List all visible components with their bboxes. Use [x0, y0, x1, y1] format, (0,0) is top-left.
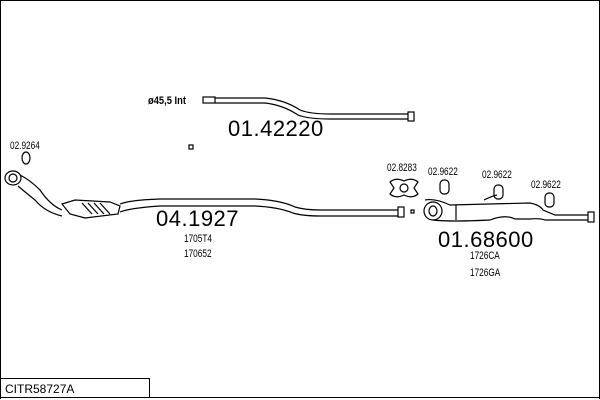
frame-bottom-line [0, 397, 600, 398]
gasket-icon [21, 151, 31, 165]
rubber-mount-icon [493, 184, 504, 200]
part-number: 01.42220 [228, 116, 324, 141]
part-number: 04.1927 [156, 206, 240, 231]
fitting-number: 02.9622 [482, 169, 512, 181]
part-code: 1726CA [470, 250, 500, 262]
fitting-number: 02.9622 [531, 179, 561, 191]
fitting-number: 02.9622 [428, 166, 458, 178]
clamp-square-icon [188, 144, 194, 150]
rubber-mount-icon [439, 179, 450, 195]
pipe-diameter-note: ø45,5 Int [148, 95, 186, 107]
part-code: 170652 [184, 248, 212, 260]
silencer-01-68600 [423, 194, 595, 223]
pipe-01-42220 [202, 96, 415, 122]
pipe-04-1927 [4, 170, 415, 219]
part-code: 1705T4 [184, 233, 212, 245]
fitting-number: 02.8283 [387, 162, 417, 174]
bracket-icon [389, 178, 419, 198]
part-number: 01.68600 [438, 227, 534, 252]
fitting-number: 02.9264 [10, 140, 40, 152]
part-code: 1726GA [470, 267, 501, 279]
rubber-mount-icon [544, 192, 555, 208]
reference-code-box: CITR58727A [0, 378, 150, 398]
